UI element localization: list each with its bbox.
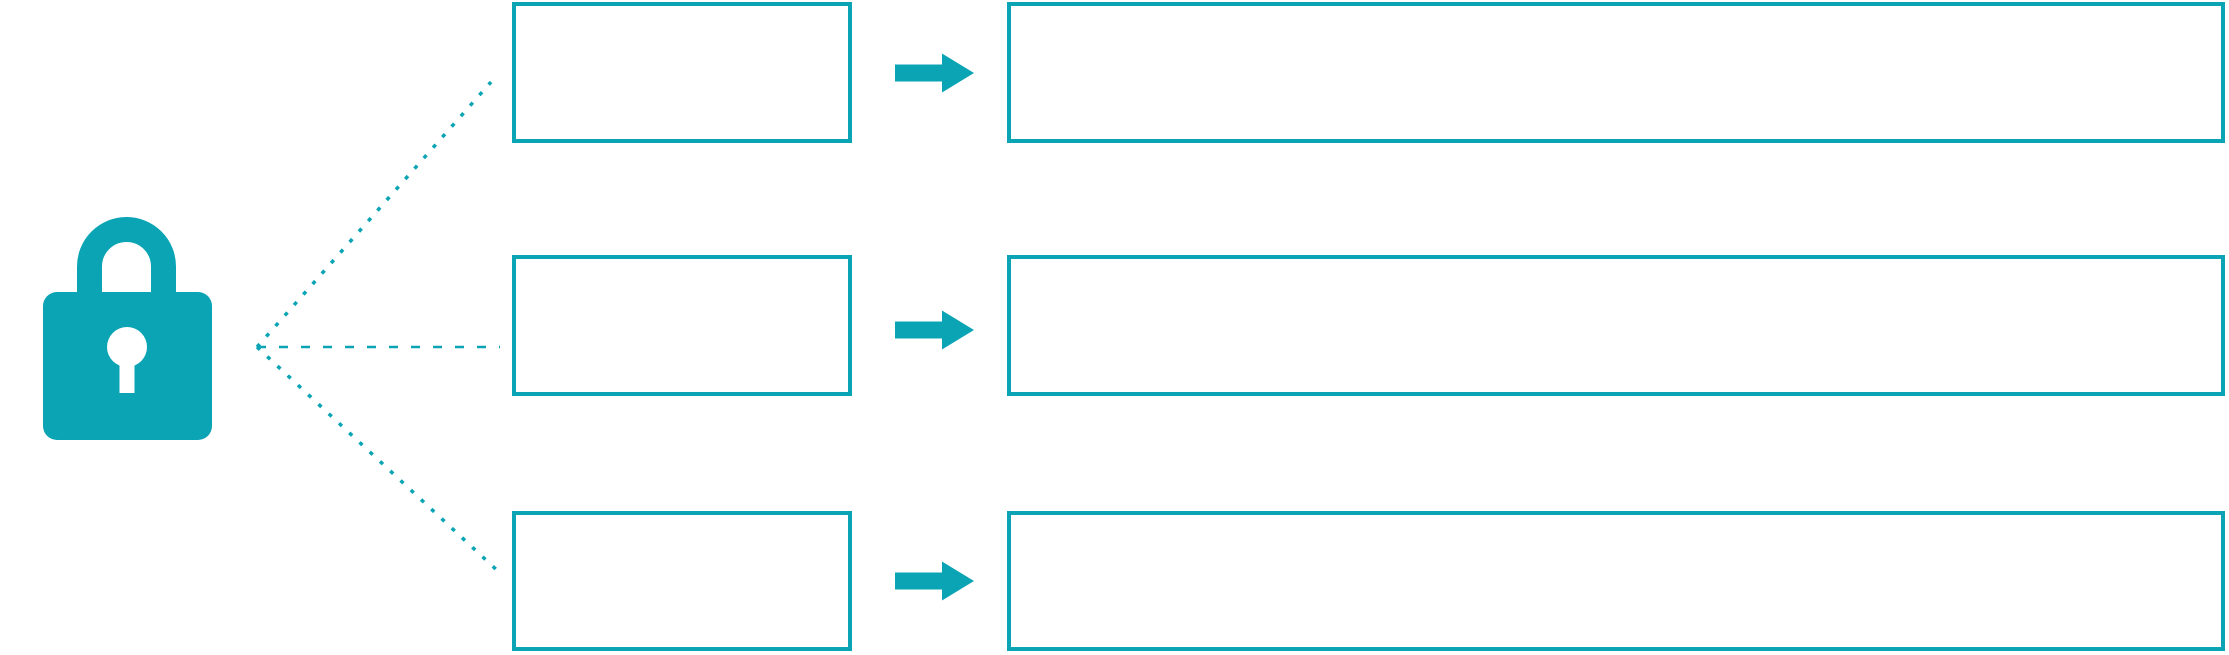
lock-shackle xyxy=(77,217,176,300)
description-box-2 xyxy=(1007,255,2225,396)
category-box-1 xyxy=(512,2,852,143)
arrow-right-icon xyxy=(895,310,974,350)
category-box-3 xyxy=(512,511,852,651)
description-box-3 xyxy=(1007,511,2225,651)
dotted-connector-top xyxy=(255,80,493,349)
arrow-right-icon xyxy=(895,561,974,601)
lock-keyhole-stem xyxy=(119,347,135,393)
lock-icon xyxy=(43,217,212,440)
dotted-connector-bottom xyxy=(255,345,502,575)
arrow-right-icon xyxy=(895,53,974,93)
description-box-1 xyxy=(1007,2,2225,143)
category-box-2 xyxy=(512,255,852,396)
lock-keyhole-circle xyxy=(107,327,147,367)
lock-body xyxy=(43,292,212,440)
